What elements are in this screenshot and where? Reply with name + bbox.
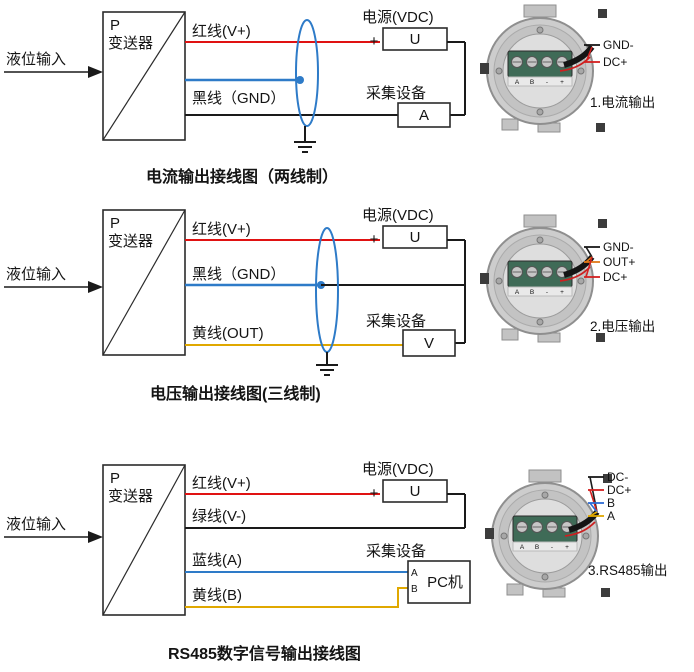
terminal-label: B <box>607 496 615 510</box>
terminal-label: A <box>607 509 615 523</box>
yellow-wire-label: 黄线(OUT) <box>192 325 264 342</box>
section-current-output: 液位输入 P 变送器 红线(V+) 电源(VDC) U + - 黑线（GND） … <box>4 0 655 186</box>
power-unit: U <box>410 483 421 500</box>
transmitter-name: 变送器 <box>108 488 153 505</box>
yellow-wire <box>185 587 408 608</box>
transmitter-name: 变送器 <box>108 233 153 250</box>
section-caption: 电流输出接线图（两线制） <box>146 167 338 186</box>
blue-wire-label: 蓝线(A) <box>192 552 242 569</box>
acquisition-device-box <box>402 329 456 357</box>
section-caption: RS485数字信号输出接线图 <box>168 644 361 663</box>
return-wire <box>447 41 466 116</box>
terminal-photo <box>480 5 607 132</box>
terminal-note: 1.电流输出 <box>590 95 655 110</box>
terminal-label: OUT+ <box>603 255 635 269</box>
device-unit: V <box>424 335 434 352</box>
shield-junction-dot <box>296 76 304 84</box>
power-unit: U <box>410 229 421 246</box>
input-arrow-head <box>88 66 103 78</box>
green-wire <box>185 493 466 529</box>
input-label: 液位输入 <box>6 51 66 68</box>
green-wire-label: 绿线(V-) <box>192 508 246 525</box>
cable-shield-ellipse <box>295 19 319 127</box>
terminal-wire-callouts: GND- DC+ <box>584 38 634 69</box>
terminal-note: 3.RS485输出 <box>588 563 668 578</box>
input-label: 液位输入 <box>6 266 66 283</box>
terminal-photo <box>480 215 607 342</box>
device-label: 采集设备 <box>366 543 426 560</box>
terminal-label: GND- <box>603 240 634 254</box>
yellow-wire-label: 黄线(B) <box>192 587 242 604</box>
input-arrow-head <box>88 281 103 293</box>
ground-symbol <box>316 352 338 376</box>
device-unit: PC机 <box>427 574 463 591</box>
terminal-wire-callouts: GND- OUT+ DC+ <box>584 240 635 284</box>
callout-wire <box>589 502 598 513</box>
power-supply-box <box>382 27 448 51</box>
power-label: 电源(VDC) <box>362 207 434 224</box>
input-arrow-head <box>88 531 103 543</box>
plus-sign: + <box>370 33 379 50</box>
red-wire-label: 红线(V+) <box>192 221 251 238</box>
callout-wire <box>589 489 598 513</box>
return-wire <box>447 239 466 344</box>
input-label: 液位输入 <box>6 516 66 533</box>
terminal-label: DC- <box>607 470 628 484</box>
device-unit: A <box>419 107 429 124</box>
section-rs485-output: 液位输入 P 变送器 红线(V+) 电源(VDC) U + - 绿线(V-) 蓝… <box>4 461 668 663</box>
terminal-label: DC+ <box>603 270 627 284</box>
callout-wire <box>585 46 593 63</box>
plus-sign: + <box>370 485 379 502</box>
transmitter-p: P <box>110 17 120 34</box>
transmitter-name: 变送器 <box>108 35 153 52</box>
transmitter-p: P <box>110 215 120 232</box>
acquisition-device-box <box>397 102 451 128</box>
port-a-label: A <box>411 568 418 579</box>
section-voltage-output: 液位输入 P 变送器 红线(V+) 电源(VDC) U + - 黑线（GND） … <box>4 207 655 403</box>
transmitter-diagonal <box>102 209 186 356</box>
terminal-label: DC+ <box>603 55 627 69</box>
power-label: 电源(VDC) <box>362 9 434 26</box>
power-label: 电源(VDC) <box>362 461 434 478</box>
transmitter-diagonal <box>102 11 186 141</box>
power-supply-box <box>382 479 448 503</box>
port-b-label: B <box>411 584 418 595</box>
terminal-note: 2.电压输出 <box>590 319 655 334</box>
red-wire-label: 红线(V+) <box>192 475 251 492</box>
terminal-label: GND- <box>603 38 634 52</box>
terminal-label: DC+ <box>607 483 631 497</box>
device-label: 采集设备 <box>366 313 426 330</box>
acquisition-device-box <box>407 560 471 604</box>
callout-wire <box>585 246 593 258</box>
black-wire-label: 黑线（GND） <box>192 266 285 283</box>
transmitter-diagonal <box>102 464 186 616</box>
red-wire-label: 红线(V+) <box>192 23 251 40</box>
callout-wire <box>585 256 593 278</box>
section-caption: 电压输出接线图(三线制) <box>150 384 321 403</box>
device-label: 采集设备 <box>366 85 426 102</box>
transmitter-p: P <box>110 470 120 487</box>
cable-shield-ellipse <box>315 227 339 353</box>
black-wire-label: 黑线（GND） <box>192 90 285 107</box>
terminal-wire-callouts: DC- DC+ B A <box>588 470 631 523</box>
power-supply-box <box>382 225 448 249</box>
power-unit: U <box>410 31 421 48</box>
ground-symbol <box>294 126 316 153</box>
plus-sign: + <box>370 231 379 248</box>
